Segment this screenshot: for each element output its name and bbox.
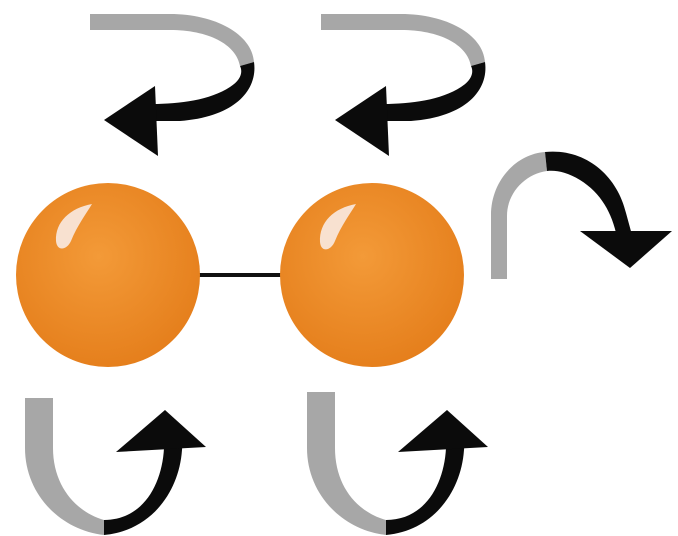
arrow-head [116,410,206,452]
arrow-body [104,438,183,535]
highlight-icon [55,204,92,249]
left-atom [16,183,200,367]
arrow-head [580,231,672,268]
curved-arrow-up-icon [25,398,206,535]
highlight-icon [319,204,356,250]
arrow-body [545,151,632,237]
arrow-body [386,438,465,535]
curved-arrow-left-icon [321,14,486,156]
ribbon-tail [321,14,485,66]
arrow-body [381,62,486,121]
arrow-head [335,86,389,156]
curved-arrow-down-icon [491,151,672,279]
arrow-head [398,410,488,452]
arrow-head [104,86,158,156]
ribbon-tail [90,14,254,66]
sphere-icon [16,183,200,367]
ribbon-tail [25,398,104,535]
curved-arrow-left-icon [90,14,255,156]
sphere-icon [280,183,464,367]
ribbon-tail [307,392,386,535]
arrow-body [150,62,255,121]
curved-arrow-up-icon [307,392,488,535]
ribbon-tail [491,152,547,279]
right-atom [280,183,464,367]
